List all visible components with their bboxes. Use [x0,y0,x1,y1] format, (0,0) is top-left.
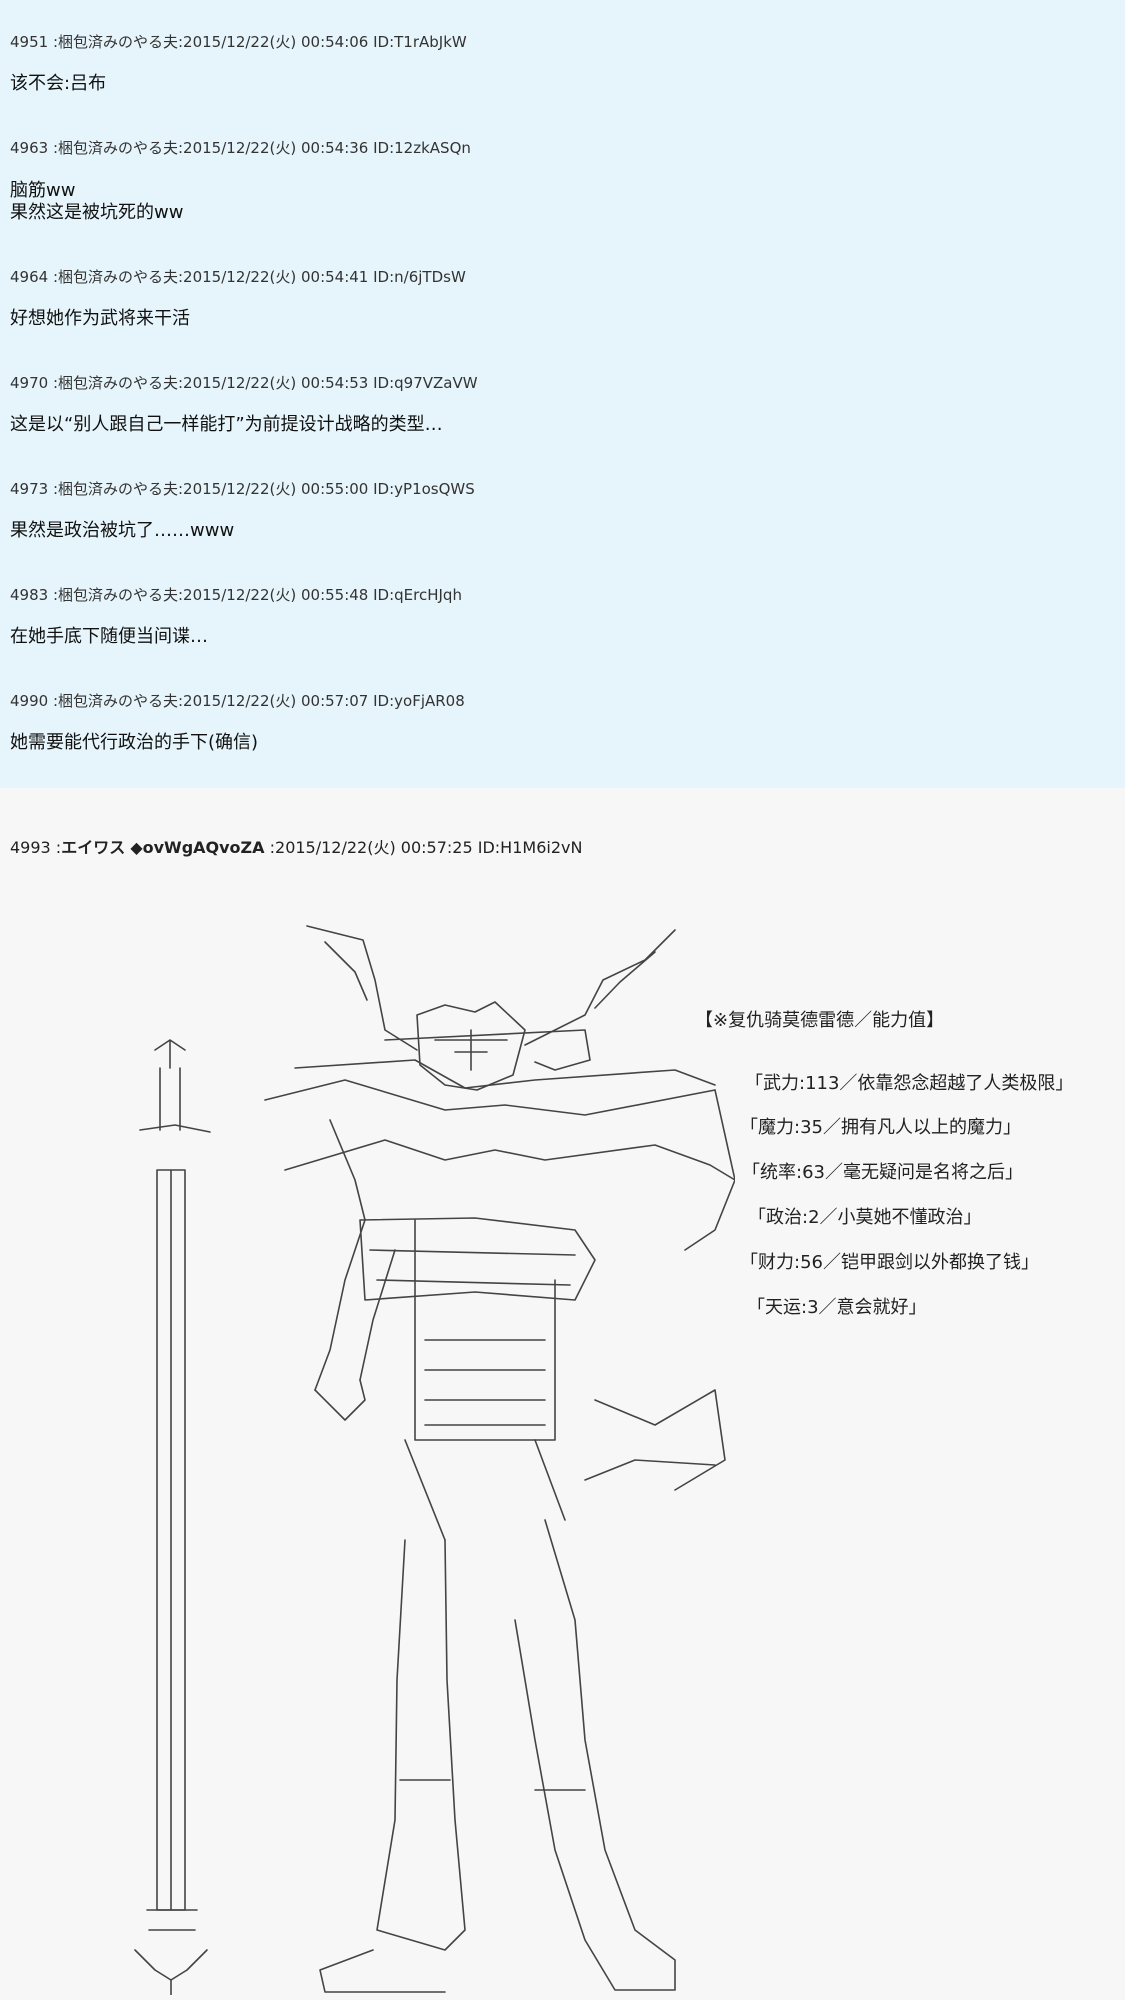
post-header: 4964 :梱包済みのやる夫:2015/12/22(火) 00:54:41 ID… [10,268,466,286]
post-line: 果然这是被坑死的ww [10,202,184,223]
post-line: 果然是政治被坑了……www [10,520,235,541]
stat-luck: 「天运:3／意会就好」 [747,1297,927,1318]
post-line: 脑筋ww [10,180,76,201]
stat-wealth: 「财力:56／铠甲跟剑以外都换了钱」 [740,1252,1039,1273]
post-4983: 4983 :梱包済みのやる夫:2015/12/22(火) 00:55:48 ID… [10,585,462,649]
stats-title: 【※复仇骑莫德雷德／能力值】 [695,1010,945,1031]
post-header: 4973 :梱包済みのやる夫:2015/12/22(火) 00:55:00 ID… [10,480,475,498]
stat-magic: 「魔力:35／拥有凡人以上的魔力」 [740,1117,1021,1138]
post-body: 好想她作为武将来干活 [10,307,466,331]
post-line: 该不会:吕布 [10,73,107,94]
trip-code: ◆ovWgAQvoZA [130,838,265,857]
post-meta: :2015/12/22(火) 00:57:25 ID:H1M6i2vN [269,838,583,857]
horns [306,925,676,1051]
post-header: 4990 :梱包済みのやる夫:2015/12/22(火) 00:57:07 ID… [10,692,465,710]
post-4990: 4990 :梱包済みのやる夫:2015/12/22(火) 00:57:07 ID… [10,691,465,755]
post-header: 4983 :梱包済みのやる夫:2015/12/22(火) 00:55:48 ID… [10,586,462,604]
post-line: 好想她作为武将来干活 [10,308,190,329]
op-post-header: 4993 :エイワス ◆ovWgAQvoZA :2015/12/22(火) 00… [10,838,583,857]
post-body: 该不会:吕布 [10,72,467,96]
post-header: 4963 :梱包済みのやる夫:2015/12/22(火) 00:54:36 ID… [10,139,471,157]
post-body: 在她手底下随便当间谍… [10,625,462,649]
post-body: 她需要能代行政治的手下(确信) [10,731,465,755]
reply-thread: 4951 :梱包済みのやる夫:2015/12/22(火) 00:54:06 ID… [0,0,1125,788]
stat-strength: 「武力:113／依靠怨念超越了人类极限」 [745,1073,1074,1094]
post-4973: 4973 :梱包済みのやる夫:2015/12/22(火) 00:55:00 ID… [10,479,475,543]
sword [134,1039,211,1995]
post-4970: 4970 :梱包済みのやる夫:2015/12/22(火) 00:54:53 ID… [10,373,478,437]
helmet [384,1001,591,1091]
post-body: 脑筋ww 果然这是被坑死的ww [10,180,471,224]
post-header: 4970 :梱包済みのやる夫:2015/12/22(火) 00:54:53 ID… [10,374,478,392]
ascii-art-armored-knight [134,925,735,1995]
post-body: 果然是政治被坑了……www [10,519,475,543]
author-name: エイワス [61,838,126,857]
cape-shoulders [264,1059,735,1251]
post-body: 这是以“别人跟自己一样能打”为前提设计战略的类型… [10,413,478,437]
op-post: 4993 :エイワス ◆ovWgAQvoZA :2015/12/22(火) 00… [0,820,1125,2000]
post-line: 她需要能代行政治的手下(确信) [10,732,259,753]
post-header: 4951 :梱包済みのやる夫:2015/12/22(火) 00:54:06 ID… [10,33,467,51]
post-4964: 4964 :梱包済みのやる夫:2015/12/22(火) 00:54:41 ID… [10,267,466,331]
post-4963: 4963 :梱包済みのやる夫:2015/12/22(火) 00:54:36 ID… [10,138,471,224]
stat-leadership: 「统率:63／毫无疑问是名将之后」 [742,1162,1023,1183]
stat-politics: 「政治:2／小莫她不懂政治」 [748,1207,982,1228]
torso-armor [359,1217,596,1541]
post-number: 4993 [10,838,51,857]
post-4951: 4951 :梱包済みのやる夫:2015/12/22(火) 00:54:06 ID… [10,32,467,96]
post-line: 这是以“别人跟自己一样能打”为前提设计战略的类型… [10,414,443,435]
left-arm [314,1219,396,1421]
legs [319,1389,726,1993]
post-line: 在她手底下随便当间谍… [10,626,208,647]
